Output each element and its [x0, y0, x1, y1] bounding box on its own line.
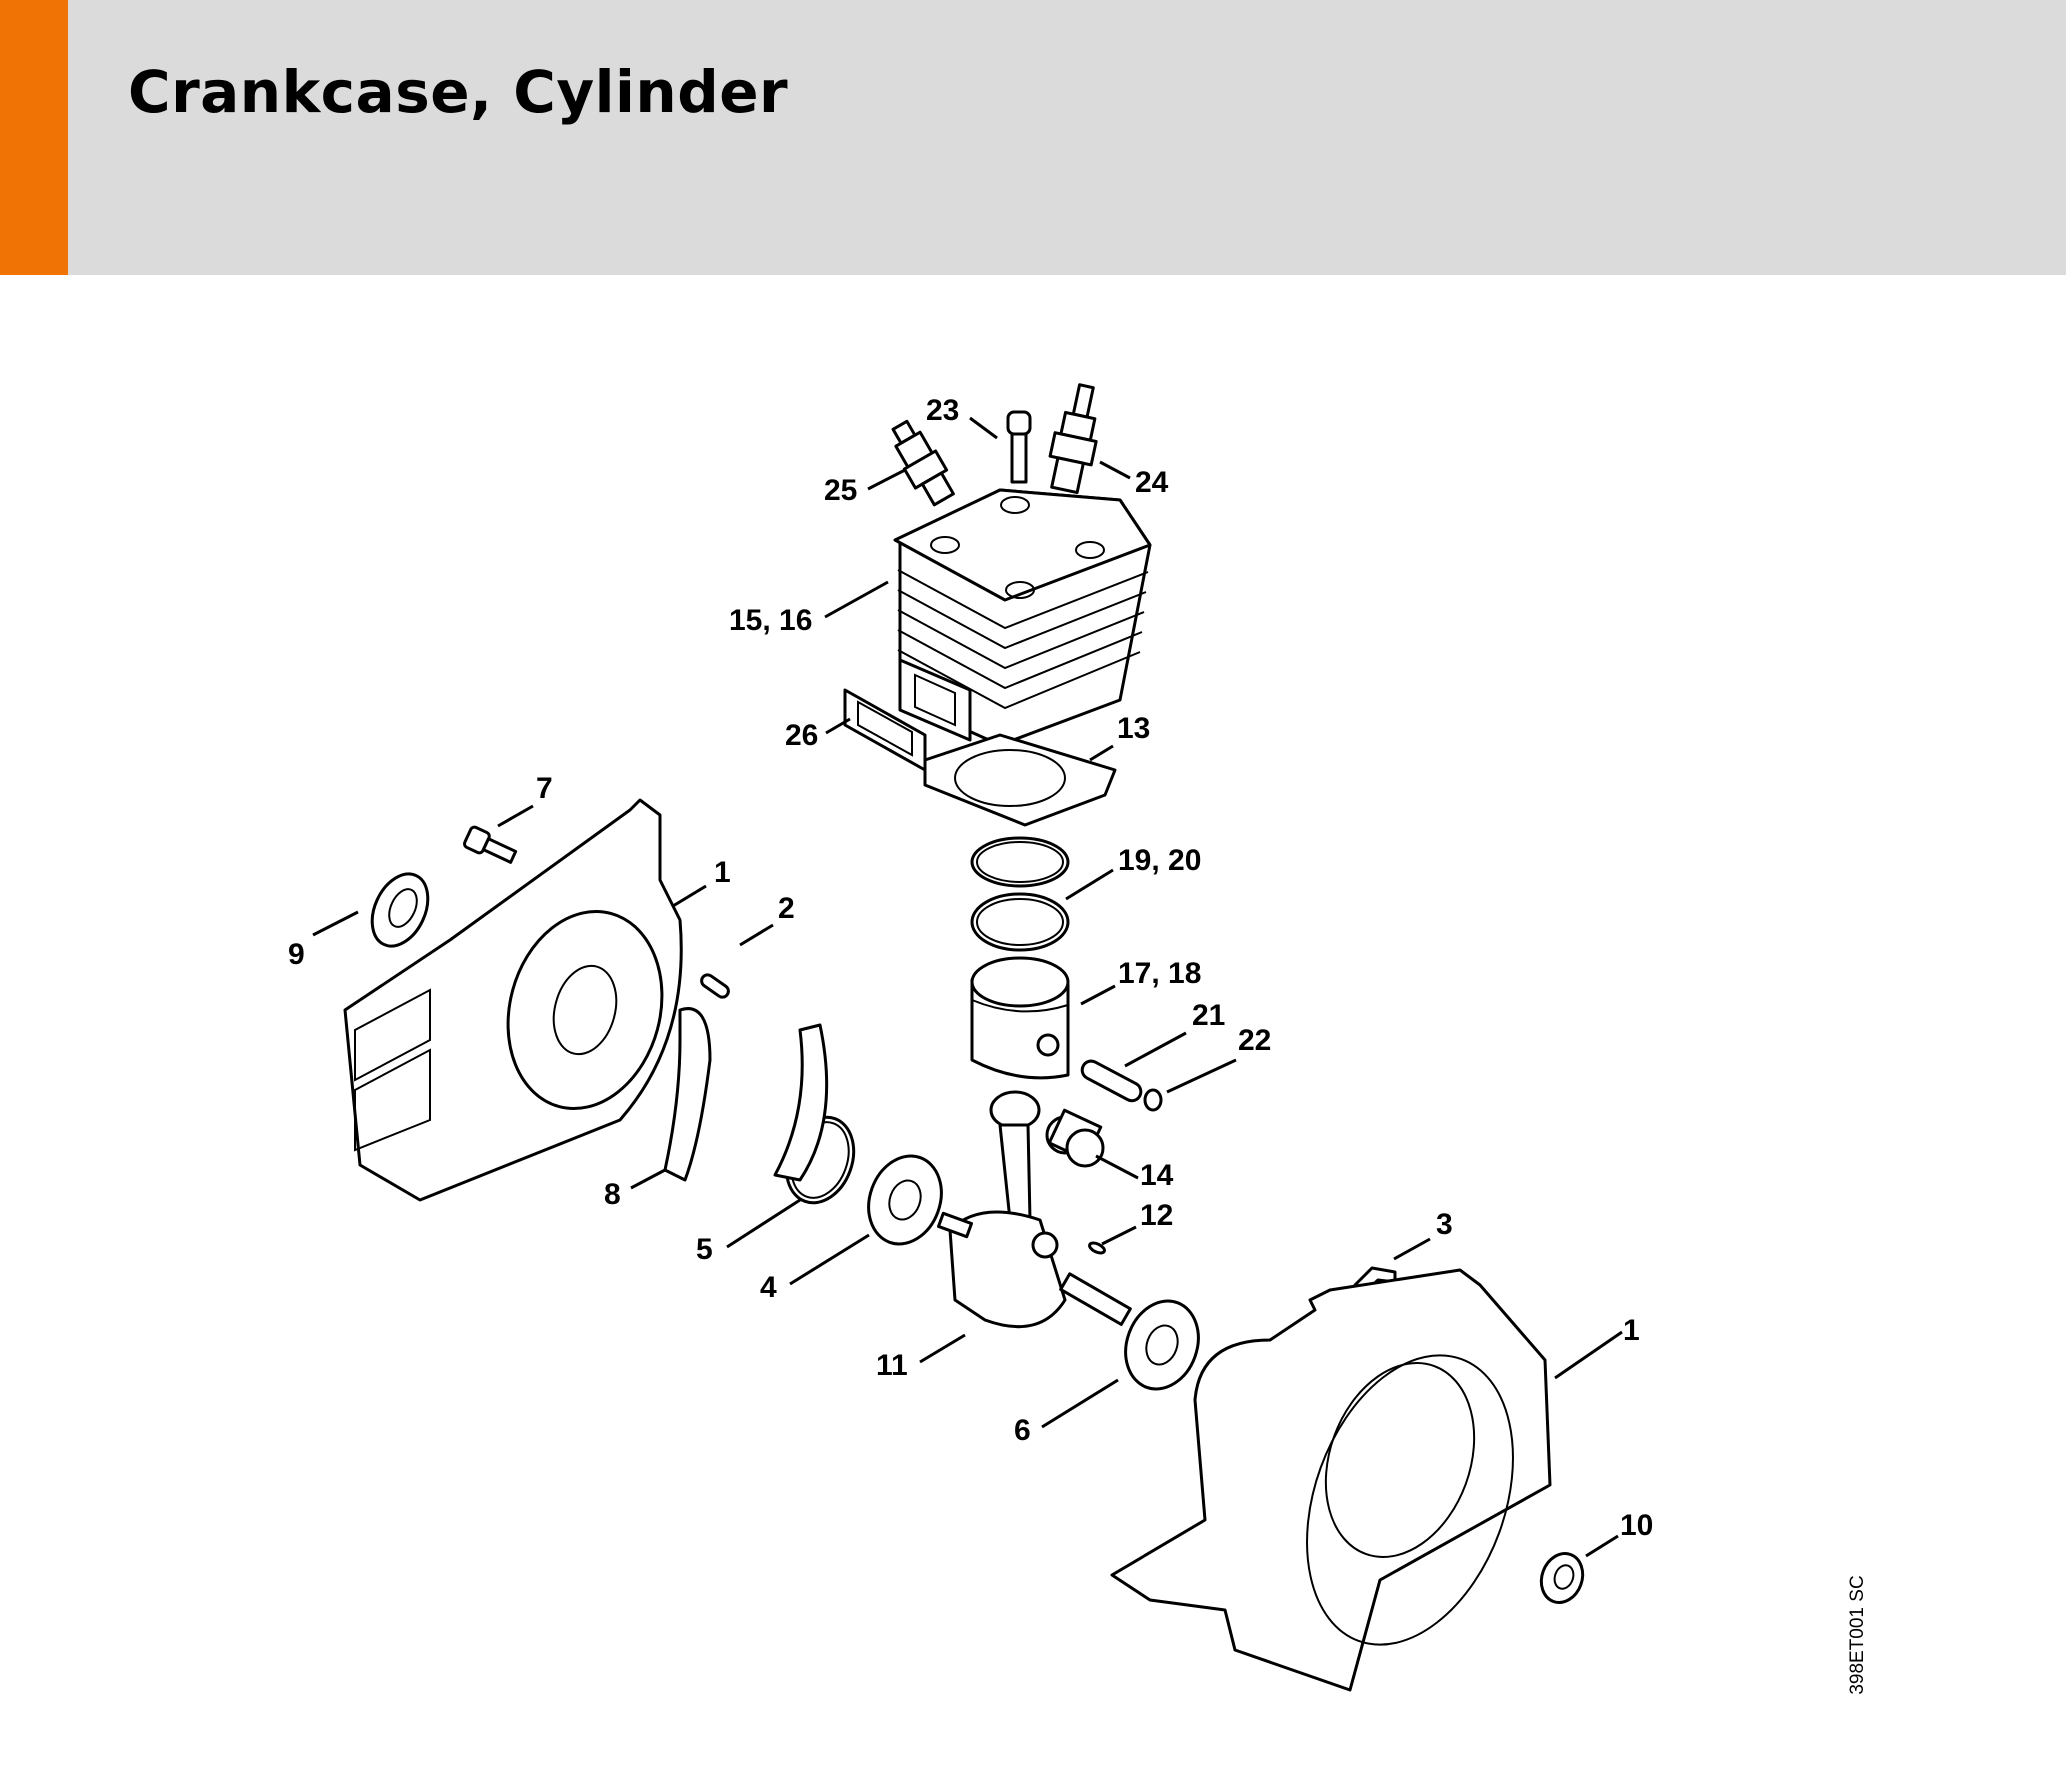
part-15-16-cylinder[interactable] [893, 488, 1152, 747]
callout-11: 11 [876, 1349, 908, 1382]
callout-21: 21 [1192, 999, 1225, 1032]
part-6-ball-bearing[interactable] [1114, 1291, 1211, 1400]
part-19-20-piston-rings[interactable] [970, 836, 1070, 952]
part-1-crankcase-left[interactable] [343, 798, 683, 1202]
part-12-key[interactable] [1088, 1241, 1106, 1255]
callout-17-18: 17, 18 [1118, 957, 1201, 990]
part-22-snap-ring[interactable] [1143, 1088, 1163, 1112]
callout-3: 3 [1436, 1208, 1453, 1241]
part-4-ball-bearing[interactable] [857, 1146, 954, 1255]
reference-code-text: 398ET001 SC [1847, 1575, 1868, 1695]
callout-1-right: 1 [1623, 1314, 1640, 1347]
callout-19-20: 19, 20 [1118, 844, 1201, 877]
part-23-screw[interactable] [1006, 410, 1032, 484]
page-title: Crankcase, Cylinder [128, 58, 789, 126]
callout-1-left: 1 [714, 856, 731, 889]
part-13-cylinder-gasket[interactable] [923, 733, 1117, 827]
header-bar: Crankcase, Cylinder [0, 0, 2066, 275]
part-11-crankshaft[interactable] [937, 1090, 1132, 1329]
callout-14: 14 [1140, 1159, 1174, 1192]
callout-4: 4 [760, 1271, 777, 1304]
callout-7: 7 [536, 772, 553, 805]
part-7-screw[interactable] [462, 825, 518, 867]
callout-2: 2 [778, 892, 795, 925]
callout-15-16: 15, 16 [729, 604, 812, 637]
part-17-18-piston[interactable] [970, 956, 1070, 1080]
part-2-dowel-pin[interactable] [699, 972, 730, 999]
callout-6: 6 [1014, 1414, 1031, 1447]
callout-23: 23 [926, 394, 959, 427]
part-25-decompression-valve[interactable] [884, 416, 958, 508]
callout-24: 24 [1135, 466, 1169, 499]
callout-12: 12 [1140, 1199, 1173, 1232]
part-21-piston-pin[interactable] [1079, 1058, 1144, 1104]
callout-22: 22 [1238, 1024, 1271, 1057]
callout-10: 10 [1620, 1509, 1653, 1542]
leader-lines [312, 416, 1623, 1558]
part-9-oil-seal[interactable] [361, 865, 438, 955]
header-accent-stripe [0, 0, 68, 275]
callout-5: 5 [696, 1233, 713, 1266]
callout-8: 8 [604, 1178, 621, 1211]
part-1-crankcase-right[interactable] [1110, 1268, 1552, 1692]
part-14-needle-cage[interactable] [1045, 1108, 1105, 1168]
callout-9: 9 [288, 938, 305, 971]
callout-25: 25 [824, 474, 857, 507]
callout-26: 26 [785, 719, 818, 752]
callout-13: 13 [1117, 712, 1150, 745]
part-24-spark-plug[interactable] [1044, 382, 1107, 495]
diagram-reference-code: 398ET001 SC [1838, 1565, 1878, 1705]
callout-labels: 23 24 25 15, 16 26 13 7 1 2 9 19, 20 17,… [288, 394, 1653, 1542]
part-10-oil-seal[interactable] [1535, 1548, 1590, 1609]
part-8-gasket[interactable] [663, 1007, 829, 1182]
